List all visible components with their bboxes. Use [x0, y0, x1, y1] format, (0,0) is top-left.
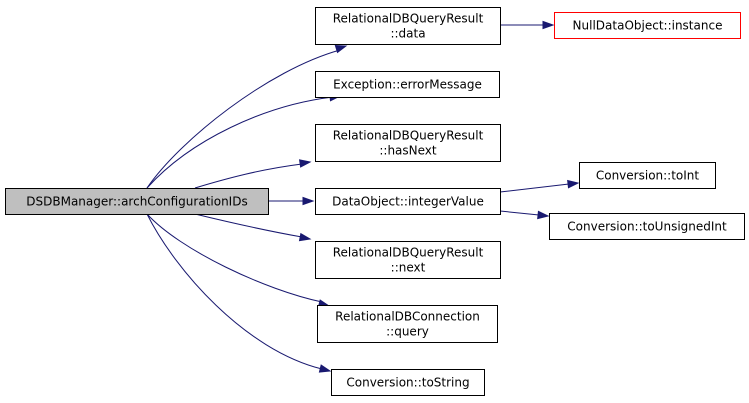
node-box	[554, 12, 741, 39]
node-label: ::query	[386, 325, 429, 339]
node-box	[549, 213, 745, 240]
node-label: ::hasNext	[379, 144, 437, 158]
edge-line	[146, 49, 341, 189]
node-label: ::data	[390, 27, 425, 41]
node-exception-errormessage[interactable]: Exception::errorMessage	[315, 71, 500, 98]
node-layer: DSDBManager::archConfigurationIDsRelatio…	[5, 7, 745, 396]
arrowhead-icon	[298, 159, 312, 168]
node-label: Exception::errorMessage	[333, 78, 482, 92]
node-box	[315, 7, 501, 45]
arrowhead-icon	[542, 20, 555, 30]
arrowhead-icon	[302, 196, 315, 206]
edge-root-to-rdbconn-query	[146, 213, 331, 308]
edge-layer	[146, 20, 580, 373]
node-root[interactable]: DSDBManager::archConfigurationIDs	[5, 188, 269, 215]
node-box	[5, 188, 269, 215]
arrowhead-icon	[318, 364, 332, 373]
arrowhead-icon	[298, 232, 312, 242]
edge-dataobject-integervalue-to-conversion-tounsignedint	[499, 210, 550, 220]
edge-root-to-rdbqr-data	[146, 44, 348, 189]
node-box	[315, 124, 501, 162]
node-label: Conversion::toString	[346, 376, 469, 390]
node-box	[317, 305, 498, 343]
node-label: DataObject::integerValue	[332, 195, 484, 209]
edge-line	[194, 213, 303, 238]
node-label: RelationalDBQueryResult	[333, 246, 484, 260]
node-label: RelationalDBQueryResult	[333, 129, 484, 143]
node-rdbqr-data[interactable]: RelationalDBQueryResult::data	[315, 7, 501, 45]
node-label: ::next	[391, 261, 426, 275]
edge-root-to-rdbqr-hasnext	[194, 159, 312, 189]
arrowhead-icon	[567, 179, 580, 189]
node-label: Conversion::toUnsignedInt	[567, 220, 727, 234]
edge-line	[194, 163, 303, 189]
edge-root-to-dataobject-integervalue	[268, 196, 315, 206]
node-box	[579, 162, 716, 189]
node-nulldataobject-instance[interactable]: NullDataObject::instance	[554, 12, 741, 39]
edge-line	[499, 183, 570, 193]
arrowhead-icon	[537, 210, 550, 220]
node-dataobject-integervalue[interactable]: DataObject::integerValue	[315, 188, 501, 215]
node-conversion-tounsignedint[interactable]: Conversion::toUnsignedInt	[549, 213, 745, 240]
node-label: DSDBManager::archConfigurationIDs	[26, 195, 247, 209]
edge-rdbqr-data-to-nulldataobject-instance	[500, 20, 555, 30]
node-box	[315, 71, 500, 98]
edge-line	[499, 210, 540, 216]
node-conversion-toint[interactable]: Conversion::toInt	[579, 162, 716, 189]
edge-root-to-rdbqr-next	[194, 213, 312, 242]
node-label: RelationalDBConnection	[335, 310, 480, 324]
edge-line	[146, 213, 323, 370]
node-box	[315, 241, 501, 279]
node-label: Conversion::toInt	[596, 169, 700, 183]
node-rdbqr-next[interactable]: RelationalDBQueryResult::next	[315, 241, 501, 279]
edge-root-to-conversion-tostring	[146, 213, 332, 373]
edge-root-to-exception-errormessage	[146, 92, 342, 189]
node-label: RelationalDBQueryResult	[333, 12, 484, 26]
edge-line	[146, 96, 334, 189]
arrowhead-icon	[334, 44, 348, 54]
node-box	[331, 369, 485, 396]
node-rdbqr-hasnext[interactable]: RelationalDBQueryResult::hasNext	[315, 124, 501, 162]
edge-dataobject-integervalue-to-conversion-toint	[499, 179, 580, 193]
node-conversion-tostring[interactable]: Conversion::toString	[331, 369, 485, 396]
node-rdbconn-query[interactable]: RelationalDBConnection::query	[317, 305, 498, 343]
node-label: NullDataObject::instance	[573, 19, 723, 33]
edge-line	[146, 213, 323, 303]
node-box	[315, 188, 501, 215]
